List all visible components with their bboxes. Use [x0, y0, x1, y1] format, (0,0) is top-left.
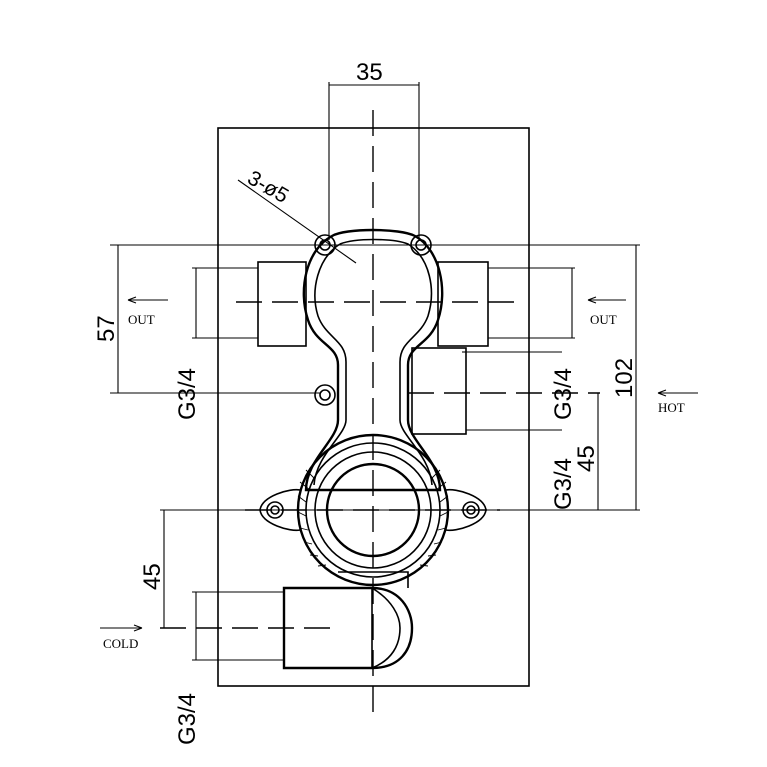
svg-text:COLD: COLD	[103, 636, 138, 651]
top-dimension: 35	[328, 59, 420, 240]
left-out-port	[192, 261, 307, 347]
left-57-dimension: 57	[93, 245, 120, 393]
out-right-label: OUT	[587, 296, 626, 327]
out-left-label: OUT	[127, 296, 168, 327]
dim-right-height: 102	[611, 358, 638, 398]
svg-text:OUT: OUT	[590, 312, 617, 327]
dim-left-lower: 45	[139, 563, 166, 590]
svg-text:OUT: OUT	[128, 312, 155, 327]
thread-left-upper: G3/4	[174, 368, 201, 420]
thread-right-upper: G3/4	[550, 368, 577, 420]
cold-inlet	[160, 571, 414, 670]
right-102-dimension: 102	[611, 245, 638, 510]
hole-leader: 3-ø5	[237, 166, 357, 264]
right-out-port	[437, 261, 575, 347]
thread-bottom-left: G3/4	[174, 693, 201, 745]
dim-right-inner: 45	[573, 445, 600, 472]
right-45-dimension: 45	[573, 393, 600, 510]
right-hot-port	[411, 347, 562, 435]
cold-label: COLD	[100, 624, 143, 651]
dim-left-height: 57	[93, 315, 120, 342]
left-45-dimension: 45	[139, 510, 166, 628]
thread-right-lower: G3/4	[550, 458, 577, 510]
hot-label: HOT	[657, 389, 698, 415]
svg-text:HOT: HOT	[658, 400, 685, 415]
dim-top-width: 35	[356, 59, 383, 86]
